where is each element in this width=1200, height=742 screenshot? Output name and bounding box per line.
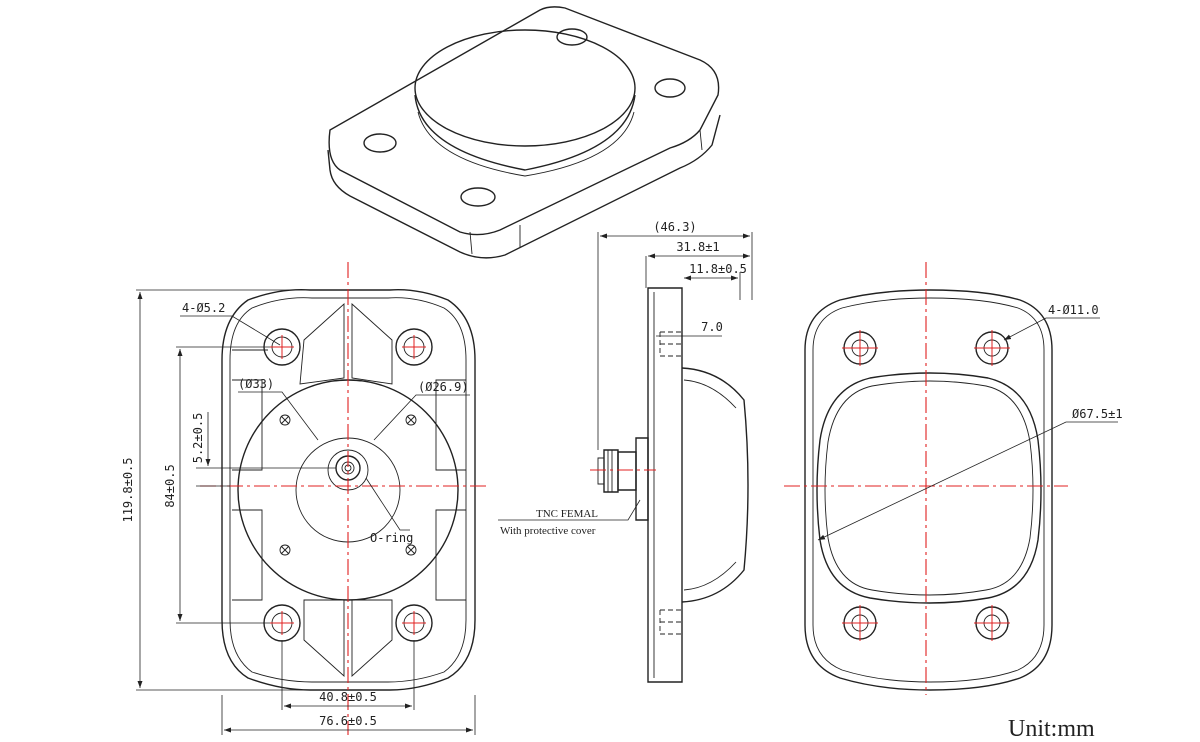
back-view xyxy=(784,262,1118,695)
isometric-view xyxy=(327,6,721,259)
connector-label: TNC FEMAL xyxy=(536,508,598,520)
front-mount-holes xyxy=(263,328,433,642)
offset-dim: 5.2±0.5 xyxy=(191,413,205,464)
back-holes-label: 4-Ø11.0 xyxy=(1048,303,1099,317)
dome-diameter-dim: Ø67.5±1 xyxy=(1072,407,1123,421)
body-depth-dim: 31.8±1 xyxy=(676,240,719,254)
overall-width-dim: 76.6±0.5 xyxy=(319,714,377,728)
front-view xyxy=(136,262,488,735)
overall-height-dim: 119.8±0.5 xyxy=(121,457,135,522)
total-depth-dim: (46.3) xyxy=(653,220,696,234)
side-view xyxy=(498,232,753,683)
dia-33-label: (Ø33) xyxy=(238,377,274,391)
screw-marks xyxy=(279,414,417,556)
unit-label: Unit:mm xyxy=(1008,716,1095,742)
base-thickness-dim: 11.8±0.5 xyxy=(689,262,747,276)
connector-note: With protective cover xyxy=(500,525,596,537)
hole-spacing-vertical-dim: 84±0.5 xyxy=(163,464,177,507)
hole-spacing-horizontal-dim: 40.8±0.5 xyxy=(319,690,377,704)
boss-depth-dim: 7.0 xyxy=(701,320,723,334)
front-holes-label: 4-Ø5.2 xyxy=(182,301,225,315)
dia-26-9-label: (Ø26.9) xyxy=(418,380,469,394)
oring-label: O-ring xyxy=(370,531,413,545)
